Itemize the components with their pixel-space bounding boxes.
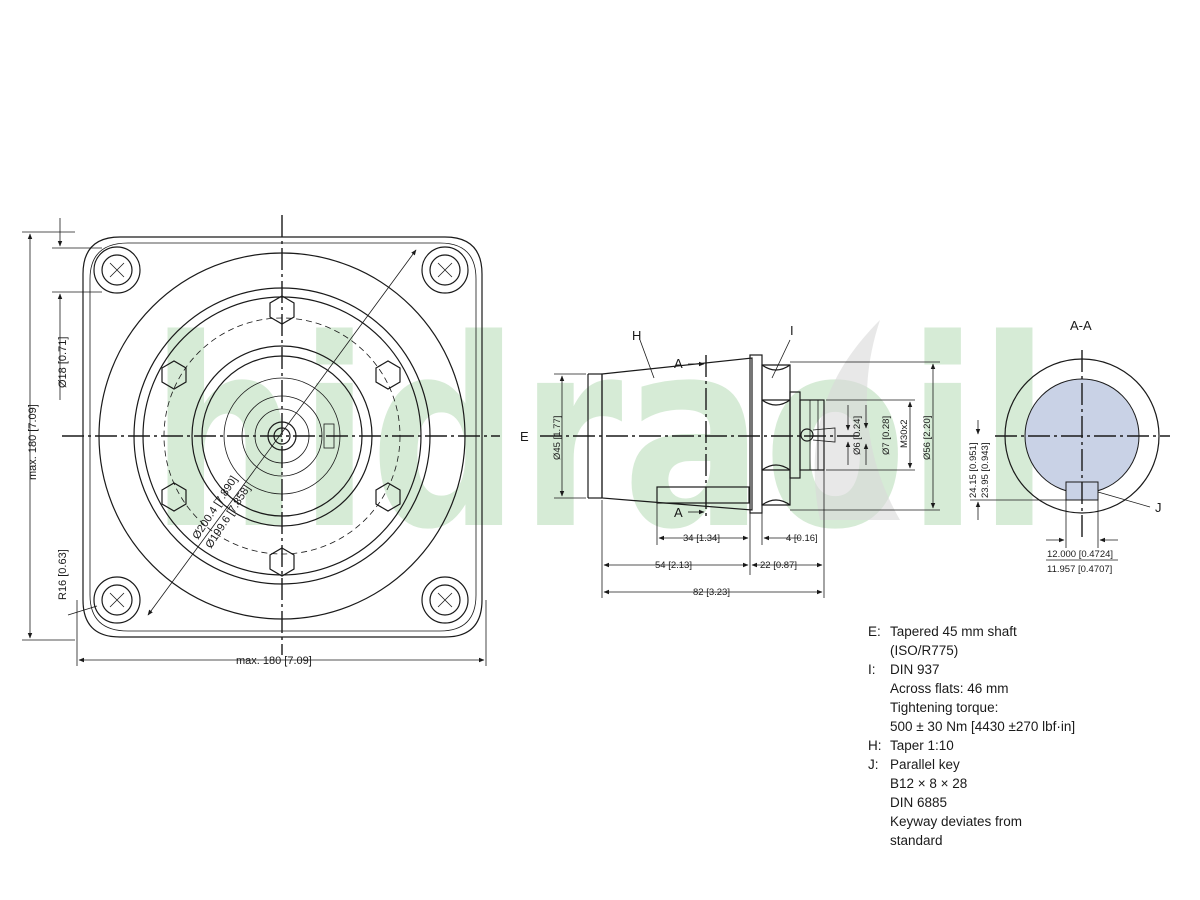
label-j: J xyxy=(1155,500,1162,515)
dim-thread: M30x2 xyxy=(899,419,910,448)
legend: E: Tapered 45 mm shaft (ISO/R775) I: DIN 937… xyxy=(868,622,1168,850)
label-h: H xyxy=(632,328,641,343)
dim-shaft-dia: Ø45 [1.77] xyxy=(552,416,563,460)
label-i: I xyxy=(790,323,794,338)
legend-line: DIN 937 xyxy=(890,662,940,677)
dim-key-height-2: 23.95 [0.943] xyxy=(980,443,991,498)
legend-line: Tapered 45 mm shaft xyxy=(890,624,1017,639)
legend-key: E: xyxy=(868,624,881,639)
dim-overall: 82 [3.23] xyxy=(693,587,730,598)
dim-hole-dia: Ø18 [0.71] xyxy=(57,337,69,388)
side-view xyxy=(540,339,940,598)
legend-line: Keyway deviates from xyxy=(890,814,1023,829)
front-view xyxy=(22,215,500,666)
dim-flange-to-nut: 4 [0.16] xyxy=(786,533,818,544)
dim-key-width-1: 12.000 [0.4724] xyxy=(1047,549,1113,560)
dim-thread-len: 22 [0.87] xyxy=(760,560,797,571)
legend-line: standard xyxy=(890,833,943,848)
dim-key-width-2: 11.957 [0.4707] xyxy=(1047,564,1112,575)
mount-hole xyxy=(93,246,141,294)
mount-hole xyxy=(93,576,141,624)
label-e: E xyxy=(520,429,529,444)
legend-line: Across flats: 46 mm xyxy=(890,681,1009,696)
legend-line: B12 × 8 × 28 xyxy=(890,776,968,791)
dim-pin-dia-1: Ø6 [0.24] xyxy=(852,416,863,455)
dim-nut-dia: Ø56 [2.20] xyxy=(922,416,933,460)
mount-hole xyxy=(421,246,469,294)
label-section-title: A-A xyxy=(1070,318,1092,333)
dim-total-shaft: 54 [2.13] xyxy=(655,560,692,571)
legend-line: (ISO/R775) xyxy=(890,643,959,658)
dim-pin-dia-2: Ø7 [0.28] xyxy=(881,416,892,455)
mount-hole xyxy=(421,576,469,624)
legend-line: Tightening torque: xyxy=(890,700,999,715)
legend-line: DIN 6885 xyxy=(890,795,948,810)
legend-line: 500 ± 30 Nm [4430 ±270 lbf·in] xyxy=(890,719,1076,734)
dim-corner-radius: R16 [0.63] xyxy=(57,549,69,600)
legend-key: I: xyxy=(868,662,876,677)
dim-front-height: max. 180 [7.09] xyxy=(27,404,39,480)
dim-front-width: max. 180 [7.09] xyxy=(236,655,312,667)
legend-entry: E: Tapered 45 mm shaft (ISO/R775) xyxy=(868,622,1168,660)
label-section-a-top: A xyxy=(674,356,683,371)
legend-line: Taper 1:10 xyxy=(890,738,954,753)
legend-key: J: xyxy=(868,757,879,772)
label-section-a-bottom: A xyxy=(674,505,683,520)
legend-entry: H: Taper 1:10 xyxy=(868,736,1168,755)
section-view xyxy=(970,350,1170,561)
legend-key: H: xyxy=(868,738,882,753)
dim-key-height-1: 24.15 [0.951] xyxy=(968,443,979,498)
dim-taper-len: 34 [1.34] xyxy=(683,533,720,544)
legend-line: Parallel key xyxy=(890,757,960,772)
